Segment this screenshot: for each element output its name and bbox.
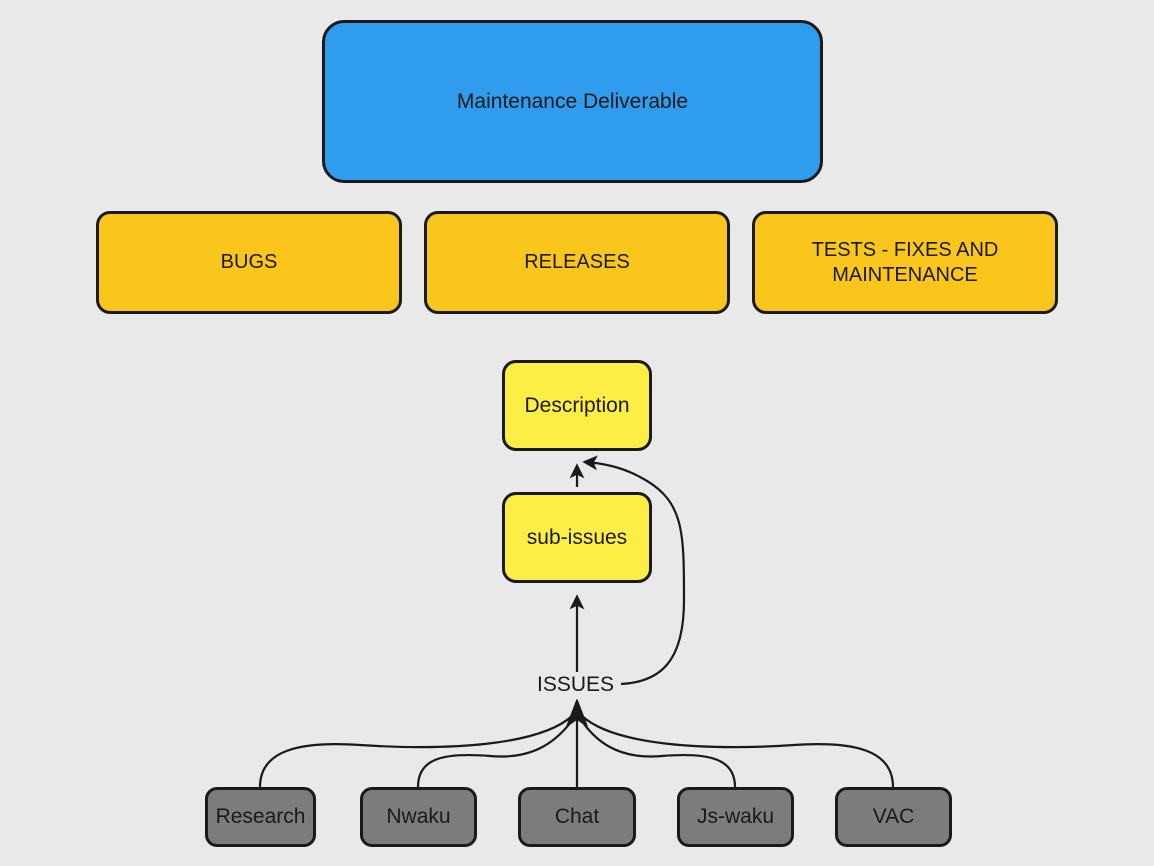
node-label: Description bbox=[524, 393, 630, 417]
node-vac[interactable]: VAC bbox=[835, 787, 952, 847]
node-label: Maintenance Deliverable bbox=[456, 89, 689, 113]
node-label: Research bbox=[215, 805, 306, 829]
edge-nwaku-to-issues bbox=[416, 717, 575, 788]
node-label: RELEASES bbox=[524, 251, 630, 274]
node-label: TESTS - FIXES AND MAINTENANCE bbox=[811, 239, 999, 286]
node-label: BUGS bbox=[220, 251, 278, 274]
node-label: sub-issues bbox=[526, 525, 628, 549]
node-tests-fixes-and-maintenance[interactable]: TESTS - FIXES AND MAINTENANCE bbox=[752, 211, 1058, 314]
node-description[interactable]: Description bbox=[502, 360, 652, 451]
node-nwaku[interactable]: Nwaku bbox=[360, 787, 477, 847]
edge-research-to-issues bbox=[258, 715, 573, 788]
node-label: VAC bbox=[872, 805, 915, 829]
node-js-waku[interactable]: Js-waku bbox=[677, 787, 794, 847]
edge-label-issues: ISSUES bbox=[534, 673, 618, 697]
node-label: Js-waku bbox=[696, 805, 775, 829]
node-label: Chat bbox=[554, 805, 600, 829]
node-label: Nwaku bbox=[386, 805, 451, 829]
node-releases[interactable]: RELEASES bbox=[424, 211, 730, 314]
node-maintenance-deliverable[interactable]: Maintenance Deliverable bbox=[322, 20, 823, 183]
edge-vac-to-issues bbox=[581, 715, 895, 788]
node-sub-issues[interactable]: sub-issues bbox=[502, 492, 652, 583]
edge-jswaku-to-issues bbox=[579, 717, 737, 788]
issues-arrowhead bbox=[566, 699, 588, 727]
node-research[interactable]: Research bbox=[205, 787, 316, 847]
node-chat[interactable]: Chat bbox=[518, 787, 636, 847]
node-bugs[interactable]: BUGS bbox=[96, 211, 402, 314]
